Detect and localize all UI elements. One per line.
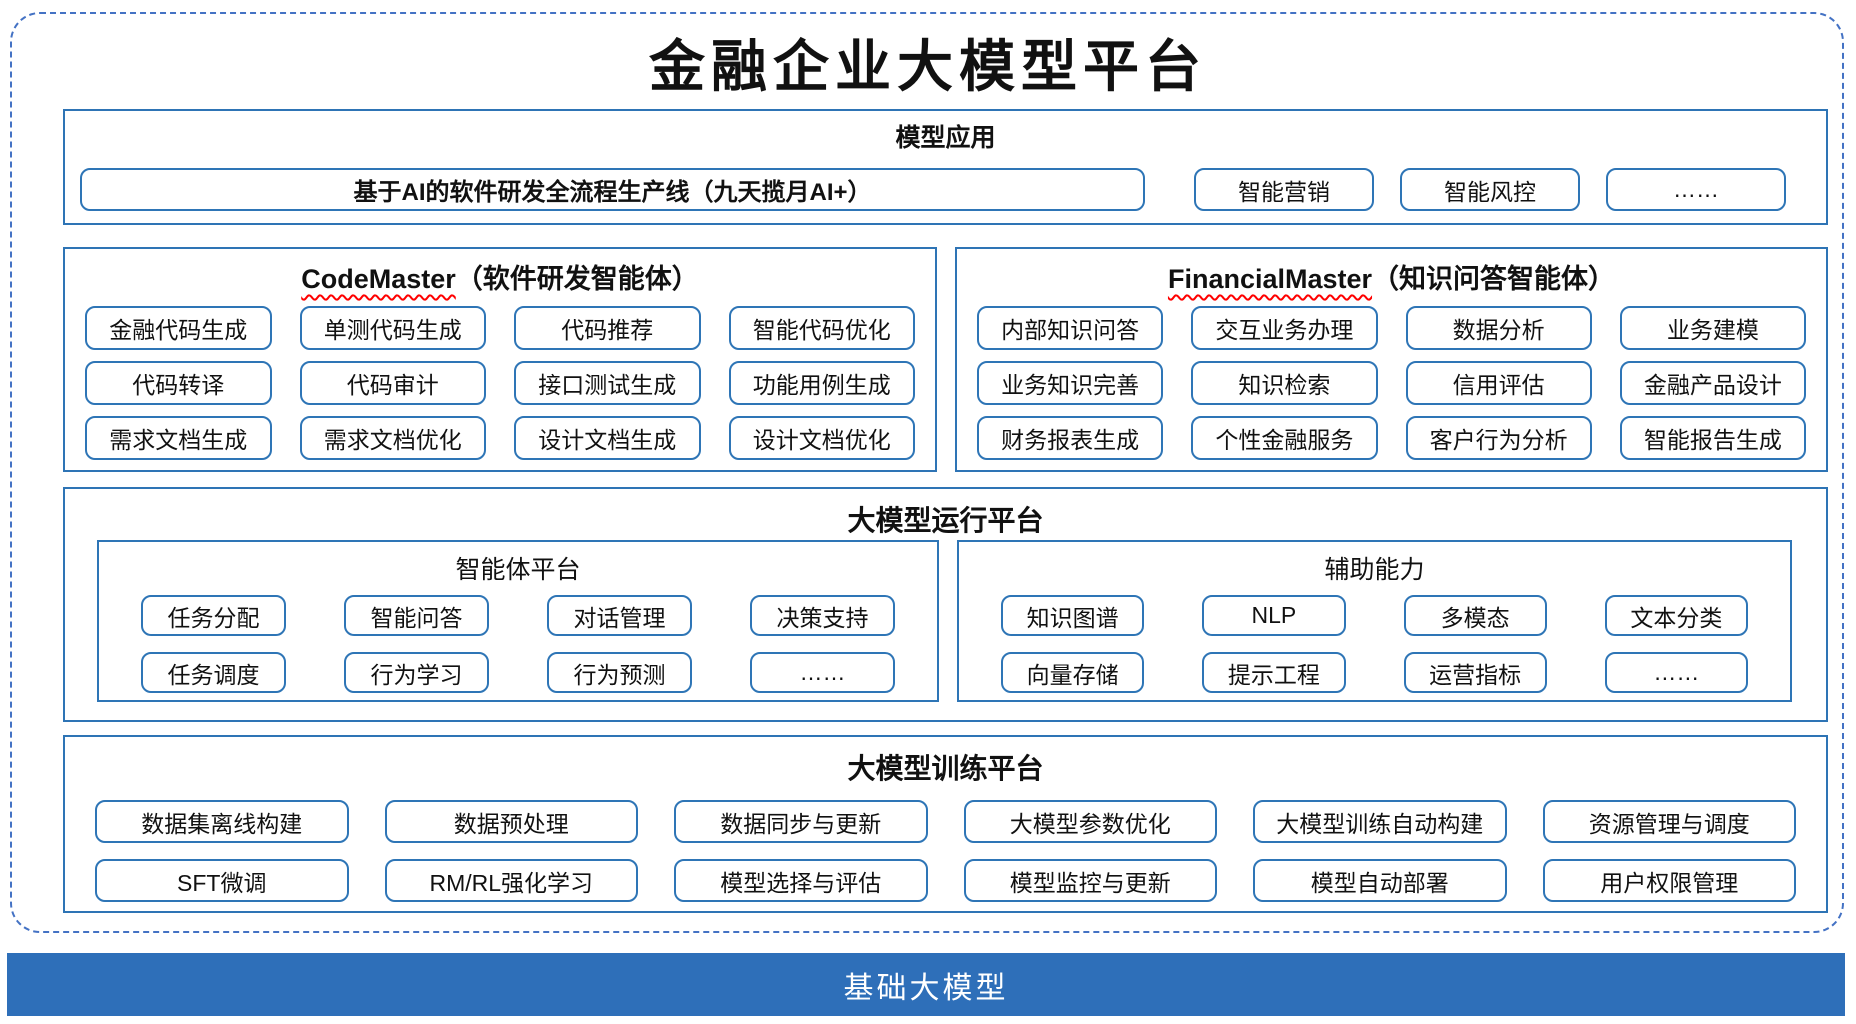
agent-platform-item-box: 行为预测 (547, 652, 692, 693)
financial-master-item-box: 业务知识完善 (977, 361, 1164, 405)
app-items: 智能营销智能风控 …… (1194, 168, 1786, 211)
app-item-box: 智能营销 (1194, 168, 1374, 211)
section-training-platform: 大模型训练平台 数据集离线构建数据预处理数据同步与更新大模型参数优化大模型训练自… (63, 735, 1828, 913)
aux-capabilities-box: 辅助能力 知识图谱 NLP 多模态 文本分类向量存储 提示工程 运营指标 …… (957, 540, 1792, 702)
aux-capability-item-box: NLP (1202, 595, 1346, 636)
financial-master-item-box: 数据分析 (1405, 306, 1592, 350)
agent-platform-item-box: 决策支持 (750, 595, 895, 636)
agent-platform-item-box: 行为学习 (344, 652, 489, 693)
training-item-box: 大模型训练自动构建 (1253, 800, 1507, 843)
section-code-master: CodeMaster（软件研发智能体） 金融代码生成单测代码生成代码推荐智能代码… (63, 247, 937, 472)
code-master-item-box: 需求文档优化 (299, 416, 486, 460)
runtime-platform-header: 大模型运行平台 (847, 505, 1044, 536)
page-title: 金融企业大模型平台 (649, 34, 1207, 100)
financial-master-item-box: 信用评估 (1405, 361, 1592, 405)
agent-platform-item-box: 对话管理 (547, 595, 692, 636)
financial-master-name: FinancialMaster (1167, 264, 1373, 294)
code-master-grid: 金融代码生成单测代码生成代码推荐智能代码优化代码转译代码审计接口测试生成功能用例… (85, 306, 915, 460)
financial-master-header: FinancialMaster（知识问答智能体） (957, 257, 1826, 296)
financial-master-subtitle: （知识问答智能体） (1372, 264, 1616, 294)
code-master-item-box: 设计文档优化 (728, 416, 915, 460)
code-master-header: CodeMaster（软件研发智能体） (65, 257, 935, 296)
financial-master-item-box: 交互业务办理 (1191, 306, 1378, 350)
aux-capability-item-box: 知识图谱 (1001, 595, 1145, 636)
training-item-box: 模型自动部署 (1253, 859, 1507, 902)
training-item-box: 资源管理与调度 (1542, 800, 1796, 843)
training-item-box: 数据同步与更新 (674, 800, 928, 843)
training-item-box: 模型监控与更新 (963, 859, 1217, 902)
code-master-item-box: 设计文档生成 (514, 416, 701, 460)
code-master-item-box: 功能用例生成 (728, 361, 915, 405)
training-item-box: 数据预处理 (384, 800, 638, 843)
aux-capability-item-box: 文本分类 (1604, 595, 1748, 636)
training-platform-header: 大模型训练平台 (847, 753, 1044, 784)
foundation-model-bar: 基础大模型 (7, 953, 1845, 1016)
aux-capability-item-box: …… (1604, 652, 1748, 693)
agent-platform-item-box: …… (750, 652, 895, 693)
agent-platform-item-box: 任务分配 (141, 595, 286, 636)
agent-platform-item-box: 智能问答 (344, 595, 489, 636)
aux-capability-item-box: 提示工程 (1202, 652, 1346, 693)
financial-master-grid: 内部知识问答交互业务办理数据分析业务建模业务知识完善知识检索信用评估金融产品设计… (977, 306, 1806, 460)
code-master-subtitle: （软件研发智能体） (455, 264, 699, 294)
agent-platform-box: 智能体平台 任务分配 智能问答 对话管理 决策支持任务调度 行为学习 行为预测 …… (97, 540, 939, 702)
financial-master-item-box: 客户行为分析 (1405, 416, 1592, 460)
code-master-item-box: 代码推荐 (514, 306, 701, 350)
aux-capability-item-box: 向量存储 (1001, 652, 1145, 693)
aux-capabilities-header: 辅助能力 (1324, 556, 1425, 584)
agent-platform-item-box: 任务调度 (141, 652, 286, 693)
code-master-item-box: 金融代码生成 (85, 306, 272, 350)
app-pipeline-box: 基于AI的软件研发全流程生产线（九天揽月AI+） (80, 168, 1145, 211)
app-item-box: …… (1606, 168, 1786, 211)
aux-capability-item-box: 运营指标 (1403, 652, 1547, 693)
section-runtime-platform: 大模型运行平台 智能体平台 任务分配 智能问答 对话管理 决策支持任务调度 行为学习 行为… (63, 487, 1828, 722)
app-item-box: 智能风控 (1400, 168, 1580, 211)
financial-master-item-box: 个性金融服务 (1191, 416, 1378, 460)
training-item-box: SFT微调 (95, 859, 349, 902)
agent-platform-grid: 任务分配 智能问答 对话管理 决策支持任务调度 行为学习 行为预测 …… (141, 595, 895, 693)
section-financial-master: FinancialMaster（知识问答智能体） 内部知识问答交互业务办理数据分… (955, 247, 1828, 472)
code-master-item-box: 代码审计 (299, 361, 486, 405)
financial-master-item-box: 内部知识问答 (977, 306, 1164, 350)
financial-master-item-box: 智能报告生成 (1619, 416, 1806, 460)
financial-master-item-box: 财务报表生成 (977, 416, 1164, 460)
section-model-applications: 模型应用 基于AI的软件研发全流程生产线（九天揽月AI+） 智能营销智能风控 …… (63, 109, 1828, 225)
code-master-item-box: 智能代码优化 (728, 306, 915, 350)
aux-capabilities-grid: 知识图谱 NLP 多模态 文本分类向量存储 提示工程 运营指标 …… (1001, 595, 1748, 693)
code-master-item-box: 单测代码生成 (299, 306, 486, 350)
code-master-name: CodeMaster (301, 264, 456, 294)
financial-master-item-box: 金融产品设计 (1619, 361, 1806, 405)
code-master-item-box: 代码转译 (85, 361, 272, 405)
training-item-box: 模型选择与评估 (674, 859, 928, 902)
aux-capability-item-box: 多模态 (1403, 595, 1547, 636)
section-model-applications-header: 模型应用 (895, 124, 996, 152)
training-item-box: 数据集离线构建 (95, 800, 349, 843)
code-master-item-box: 需求文档生成 (85, 416, 272, 460)
financial-master-item-box: 业务建模 (1619, 306, 1806, 350)
training-item-box: 大模型参数优化 (963, 800, 1217, 843)
training-item-box: RM/RL强化学习 (384, 859, 638, 902)
agent-platform-header: 智能体平台 (455, 556, 581, 584)
financial-master-item-box: 知识检索 (1191, 361, 1378, 405)
model-applications-row: 基于AI的软件研发全流程生产线（九天揽月AI+） 智能营销智能风控 …… (80, 168, 1811, 211)
outer-dashed-frame (10, 12, 1844, 933)
training-platform-grid: 数据集离线构建数据预处理数据同步与更新大模型参数优化大模型训练自动构建资源管理与… (95, 800, 1796, 902)
training-item-box: 用户权限管理 (1542, 859, 1796, 902)
code-master-item-box: 接口测试生成 (514, 361, 701, 405)
